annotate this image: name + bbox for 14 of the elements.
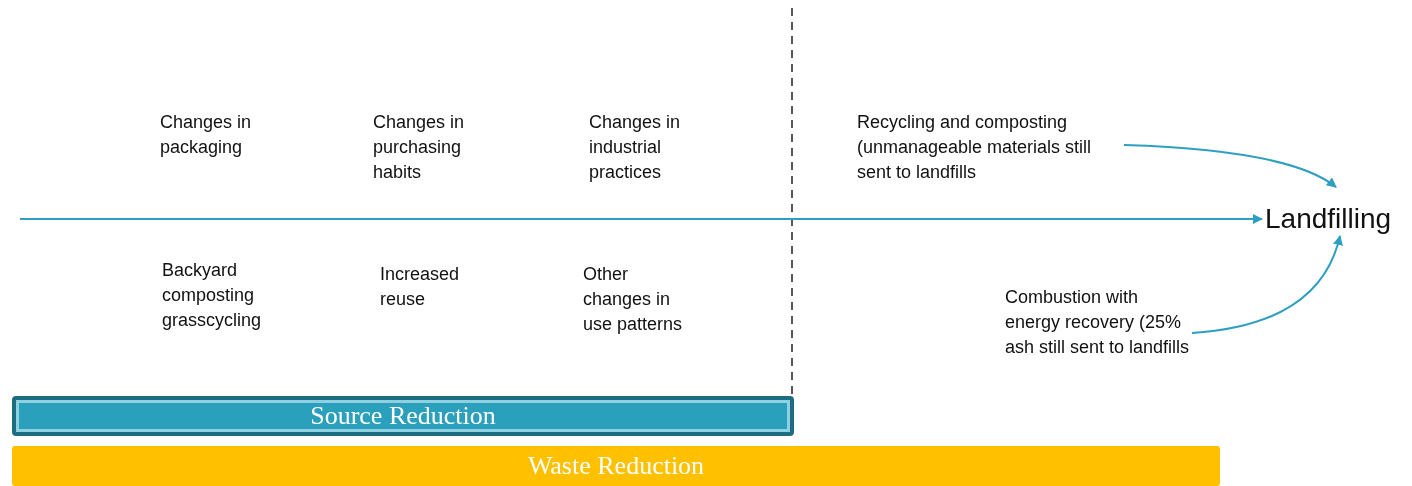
text-label: Increased reuse	[380, 262, 490, 312]
destination-label: Landfilling	[1265, 202, 1392, 236]
arrow	[19, 214, 1263, 224]
source-reduction-bar: Source Reduction	[12, 396, 794, 436]
text-label: Backyard composting grasscycling	[162, 258, 292, 333]
text-label: Combustion with energy recovery (25% ash still sent to landfills	[1005, 285, 1190, 360]
arrow	[1191, 235, 1343, 334]
text-label: Recycling and composting (unmanageable materials still sent to landfills	[857, 110, 1122, 185]
arrow	[1123, 144, 1337, 188]
text-label: Other changes in use patterns	[583, 262, 693, 337]
text-label: Changes in purchasing habits	[373, 110, 503, 185]
text-label: Changes in industrial practices	[589, 110, 719, 185]
waste-reduction-bar: Waste Reduction	[12, 446, 1220, 486]
text-label: Changes in packaging	[160, 110, 290, 160]
